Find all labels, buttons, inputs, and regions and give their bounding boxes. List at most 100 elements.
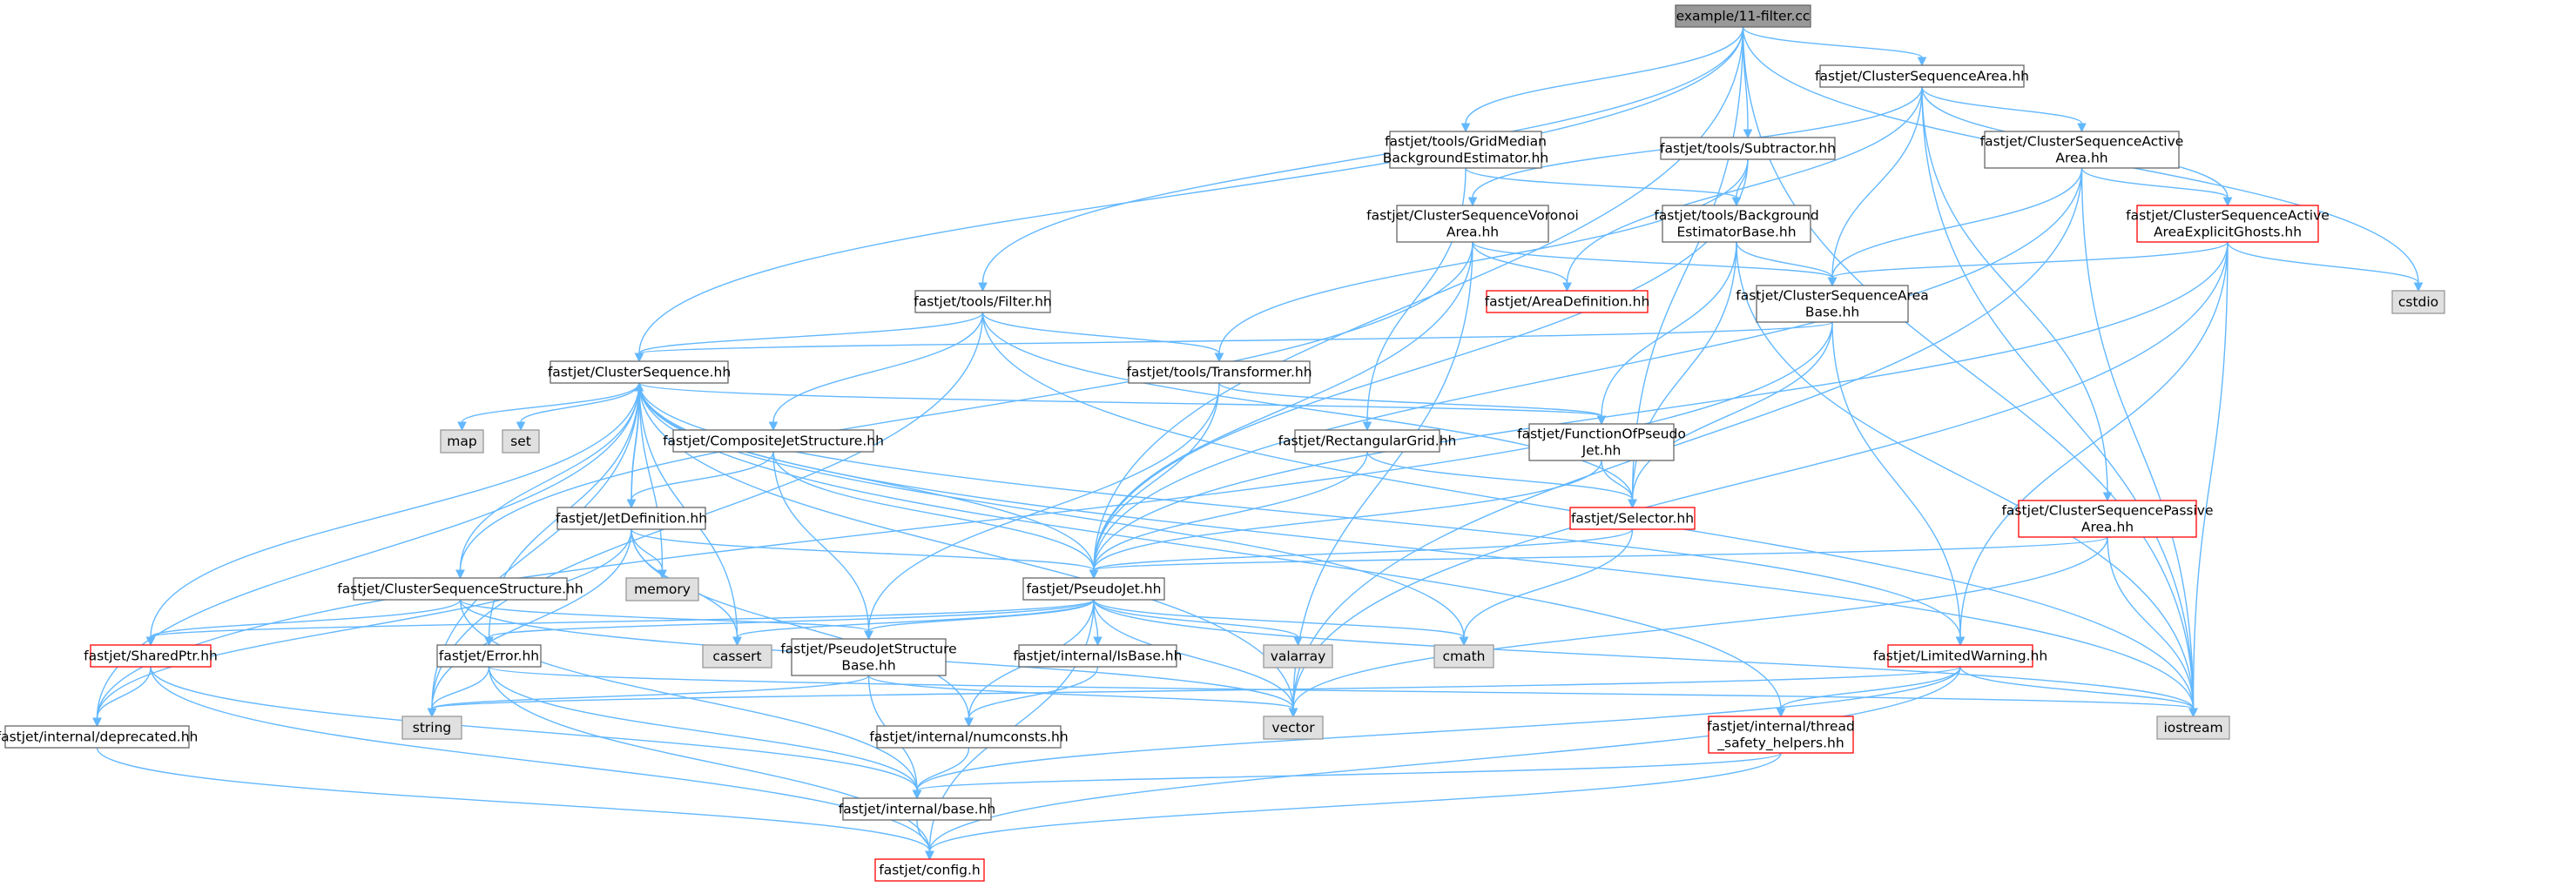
node-memory[interactable]: memory bbox=[625, 577, 699, 601]
node-label: Jet.hh bbox=[1581, 443, 1622, 459]
node-label: fastjet/internal/deprecated.hh bbox=[0, 729, 198, 745]
node-rgrid[interactable]: fastjet/RectangularGrid.hh bbox=[1278, 429, 1457, 453]
node-gridmedian[interactable]: fastjet/tools/GridMedianBackgroundEstima… bbox=[1383, 131, 1548, 169]
edge-pj-to-cassert bbox=[736, 599, 1095, 638]
node-tsh[interactable]: fastjet/internal/thread_safety_helpers.h… bbox=[1707, 716, 1855, 754]
node-base[interactable]: fastjet/internal/base.hh bbox=[839, 797, 995, 821]
edge-arrowhead bbox=[1214, 353, 1224, 363]
edge-sharedptr-to-base bbox=[150, 666, 918, 791]
edge-arrowhead bbox=[92, 717, 102, 728]
node-limwarn[interactable]: fastjet/LimitedWarning.hh bbox=[1873, 644, 2047, 668]
edge-root-to-selector bbox=[1631, 26, 1744, 501]
edge-cs-to-memory bbox=[638, 382, 664, 571]
node-cassert[interactable]: cassert bbox=[702, 644, 772, 669]
edge-arrowhead bbox=[1362, 421, 1372, 432]
edge-arrowhead bbox=[145, 636, 156, 647]
edge-rgrid-to-selector bbox=[1366, 451, 1634, 501]
node-box bbox=[2156, 716, 2230, 740]
node-label: fastjet/tools/GridMedian bbox=[1385, 134, 1547, 150]
edge-arrowhead bbox=[516, 421, 526, 432]
edge-arrowhead bbox=[912, 790, 922, 800]
node-box bbox=[556, 507, 706, 530]
edge-arrowhead bbox=[457, 421, 467, 432]
edge-csactive-to-iostream bbox=[2080, 167, 2195, 709]
node-valarray[interactable]: valarray bbox=[1263, 644, 1333, 669]
node-box bbox=[702, 644, 772, 669]
edge-cs-to-set bbox=[520, 382, 640, 423]
node-cs[interactable]: fastjet/ClusterSequence.hh bbox=[548, 360, 731, 384]
edge-limwarn-to-config bbox=[928, 666, 1961, 852]
node-box bbox=[842, 797, 992, 821]
node-iostream[interactable]: iostream bbox=[2156, 716, 2230, 740]
node-map[interactable]: map bbox=[440, 429, 484, 454]
node-subtractor[interactable]: fastjet/tools/Subtractor.hh bbox=[1660, 137, 1836, 160]
node-error[interactable]: fastjet/Error.hh bbox=[436, 644, 542, 668]
node-cmath[interactable]: cmath bbox=[1433, 644, 1494, 669]
node-box bbox=[502, 429, 540, 454]
edge-filter-to-cs bbox=[638, 312, 984, 354]
node-cstdio[interactable]: cstdio bbox=[2391, 290, 2445, 314]
node-label: memory bbox=[634, 581, 691, 597]
node-label: EstimatorBase.hh bbox=[1676, 225, 1796, 240]
node-csstruct[interactable]: fastjet/ClusterSequenceStructure.hh bbox=[337, 577, 583, 601]
node-box bbox=[1708, 716, 1854, 754]
node-vector[interactable]: vector bbox=[1263, 716, 1324, 740]
edge-pj-to-valarray bbox=[1093, 599, 1299, 638]
node-label: fastjet/ClusterSequenceVoronoi bbox=[1366, 208, 1579, 224]
node-root[interactable]: example/11-filter.cc bbox=[1675, 4, 1811, 28]
node-box bbox=[1294, 429, 1440, 453]
edge-limwarn-to-tsh bbox=[1780, 666, 1961, 709]
edge-bgest-to-fopj bbox=[1601, 241, 1737, 417]
edge-pj-to-vector bbox=[1093, 599, 1294, 709]
node-filter[interactable]: fastjet/tools/Filter.hh bbox=[914, 290, 1052, 313]
node-set[interactable]: set bbox=[502, 429, 540, 454]
node-selector[interactable]: fastjet/Selector.hh bbox=[1569, 507, 1696, 530]
edge-csa-to-csactive bbox=[1921, 86, 2083, 124]
edge-sharedptr-to-deprecated bbox=[96, 666, 152, 719]
node-areadef[interactable]: fastjet/AreaDefinition.hh bbox=[1485, 290, 1650, 313]
node-box bbox=[1528, 423, 1675, 461]
node-jetdef[interactable]: fastjet/JetDefinition.hh bbox=[556, 507, 707, 530]
node-label: example/11-filter.cc bbox=[1676, 9, 1811, 24]
node-box bbox=[1263, 716, 1324, 740]
node-config[interactable]: fastjet/config.h bbox=[874, 858, 985, 882]
node-cjs[interactable]: fastjet/CompositeJetStructure.hh bbox=[663, 429, 884, 453]
edge-csvoronoi-to-areadef bbox=[1472, 241, 1568, 284]
edge-arrowhead bbox=[1743, 129, 1753, 139]
edge-arrowhead bbox=[732, 636, 742, 647]
edge-arrowhead bbox=[1089, 569, 1099, 580]
node-transformer[interactable]: fastjet/tools/Transformer.hh bbox=[1126, 360, 1312, 384]
node-box bbox=[1569, 507, 1696, 530]
edge-transformer-to-fopj bbox=[1218, 382, 1602, 417]
edge-limwarn-to-iostream bbox=[1959, 666, 2195, 709]
node-sharedptr[interactable]: fastjet/SharedPtr.hh bbox=[84, 644, 218, 668]
node-csaeg[interactable]: fastjet/ClusterSequenceActiveAreaExplici… bbox=[2126, 205, 2330, 243]
node-label: fastjet/internal/thread bbox=[1707, 719, 1855, 735]
edge-csab-to-cs bbox=[638, 321, 1833, 354]
edge-isbase-to-numconsts bbox=[968, 666, 1099, 719]
edge-csaeg-to-vector bbox=[1292, 241, 2229, 709]
node-csa[interactable]: fastjet/ClusterSequenceArea.hh bbox=[1815, 64, 2029, 88]
node-string[interactable]: string bbox=[401, 716, 462, 740]
edge-arrowhead bbox=[1288, 708, 1298, 718]
node-label: fastjet/FunctionOfPseudo bbox=[1517, 427, 1686, 442]
edge-arrowhead bbox=[634, 381, 644, 392]
node-deprecated[interactable]: fastjet/internal/deprecated.hh bbox=[0, 725, 198, 749]
edge-cjs-to-pjsb bbox=[772, 451, 870, 632]
node-pj[interactable]: fastjet/PseudoJet.hh bbox=[1022, 577, 1165, 601]
node-box bbox=[440, 429, 484, 454]
node-box bbox=[1984, 131, 2180, 169]
node-label: AreaExplicitGhosts.hh bbox=[2154, 225, 2302, 240]
edge-csvoronoi-to-csstruct bbox=[459, 241, 1473, 571]
node-box bbox=[625, 577, 699, 601]
node-isbase[interactable]: fastjet/internal/IsBase.hh bbox=[1014, 644, 1183, 668]
edge-arrowhead bbox=[634, 353, 644, 363]
node-numconsts[interactable]: fastjet/internal/numconsts.hh bbox=[869, 725, 1069, 749]
